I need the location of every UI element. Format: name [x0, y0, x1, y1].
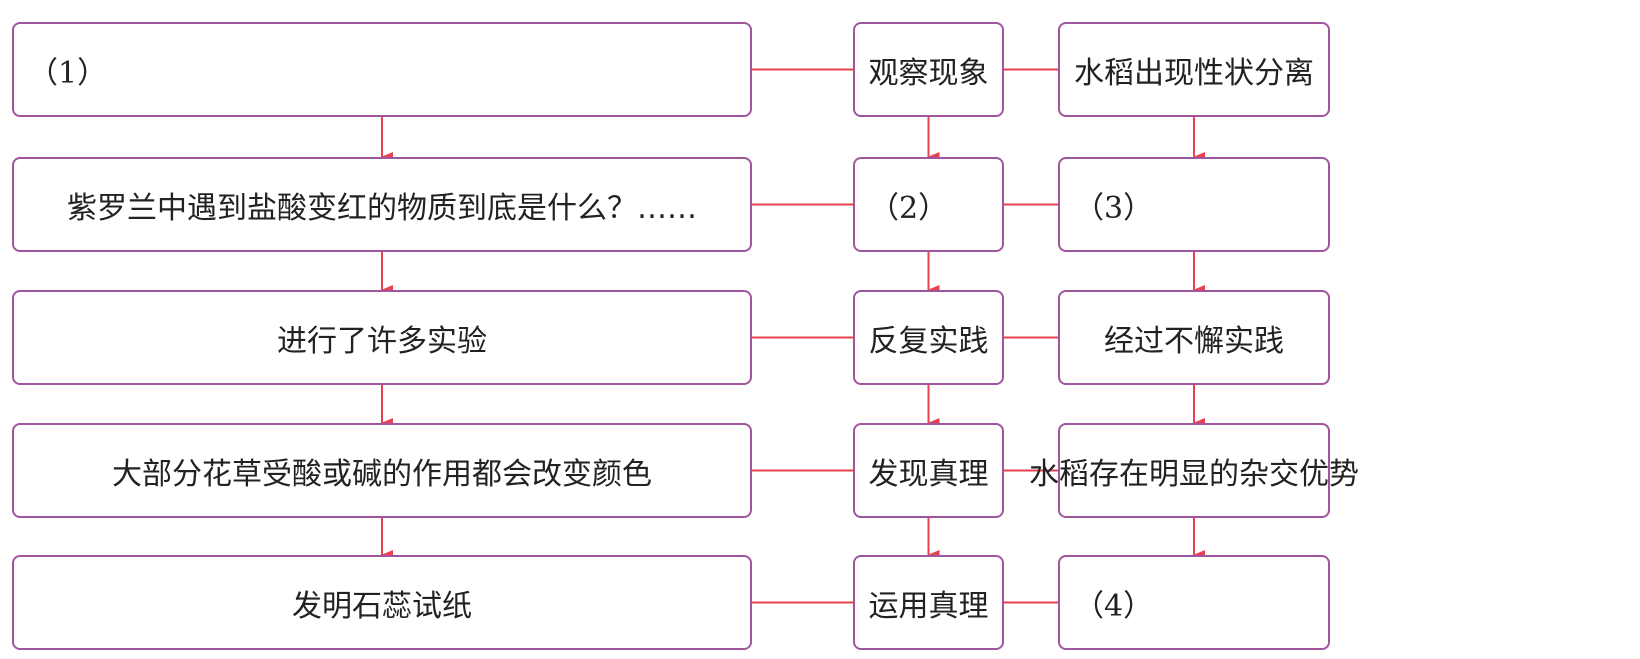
node-label: （4） [1074, 588, 1154, 624]
node-label: 发现真理 [868, 456, 989, 492]
node-label: 发明石蕊试纸 [292, 588, 472, 624]
node-c1-r4: 大部分花草受酸或碱的作用都会改变颜色 [12, 423, 752, 518]
node-c2-r5: 运用真理 [853, 555, 1004, 650]
node-c3-r4: 水稻存在明显的杂交优势 [1029, 423, 1359, 518]
node-label: 进行了许多实验 [277, 323, 487, 359]
node-c2-r1: 观察现象 [853, 22, 1004, 117]
node-c1-r3: 进行了许多实验 [12, 290, 752, 385]
node-label: 水稻存在明显的杂交优势 [1029, 456, 1359, 492]
node-c2-r3: 反复实践 [853, 290, 1004, 385]
node-label: 经过不懈实践 [1104, 323, 1284, 359]
node-label: 观察现象 [868, 55, 989, 91]
node-c3-r2: （3） [1058, 157, 1330, 252]
node-label: 运用真理 [868, 588, 989, 624]
node-label: 紫罗兰中遇到盐酸变红的物质到底是什么？…… [67, 190, 697, 226]
node-label: （1） [28, 55, 108, 91]
node-c1-r2: 紫罗兰中遇到盐酸变红的物质到底是什么？…… [12, 157, 752, 252]
node-label: （3） [1074, 190, 1154, 226]
node-c3-r1: 水稻出现性状分离 [1058, 22, 1330, 117]
node-label: 反复实践 [868, 323, 989, 359]
node-label: （2） [869, 190, 949, 226]
node-c2-r4: 发现真理 [853, 423, 1004, 518]
node-c3-r3: 经过不懈实践 [1058, 290, 1330, 385]
node-label: 水稻出现性状分离 [1074, 55, 1314, 91]
node-c3-r5: （4） [1058, 555, 1330, 650]
node-c1-r5: 发明石蕊试纸 [12, 555, 752, 650]
node-label: 大部分花草受酸或碱的作用都会改变颜色 [112, 456, 652, 492]
node-c2-r2: （2） [853, 157, 1004, 252]
node-c1-r1: （1） [12, 22, 752, 117]
